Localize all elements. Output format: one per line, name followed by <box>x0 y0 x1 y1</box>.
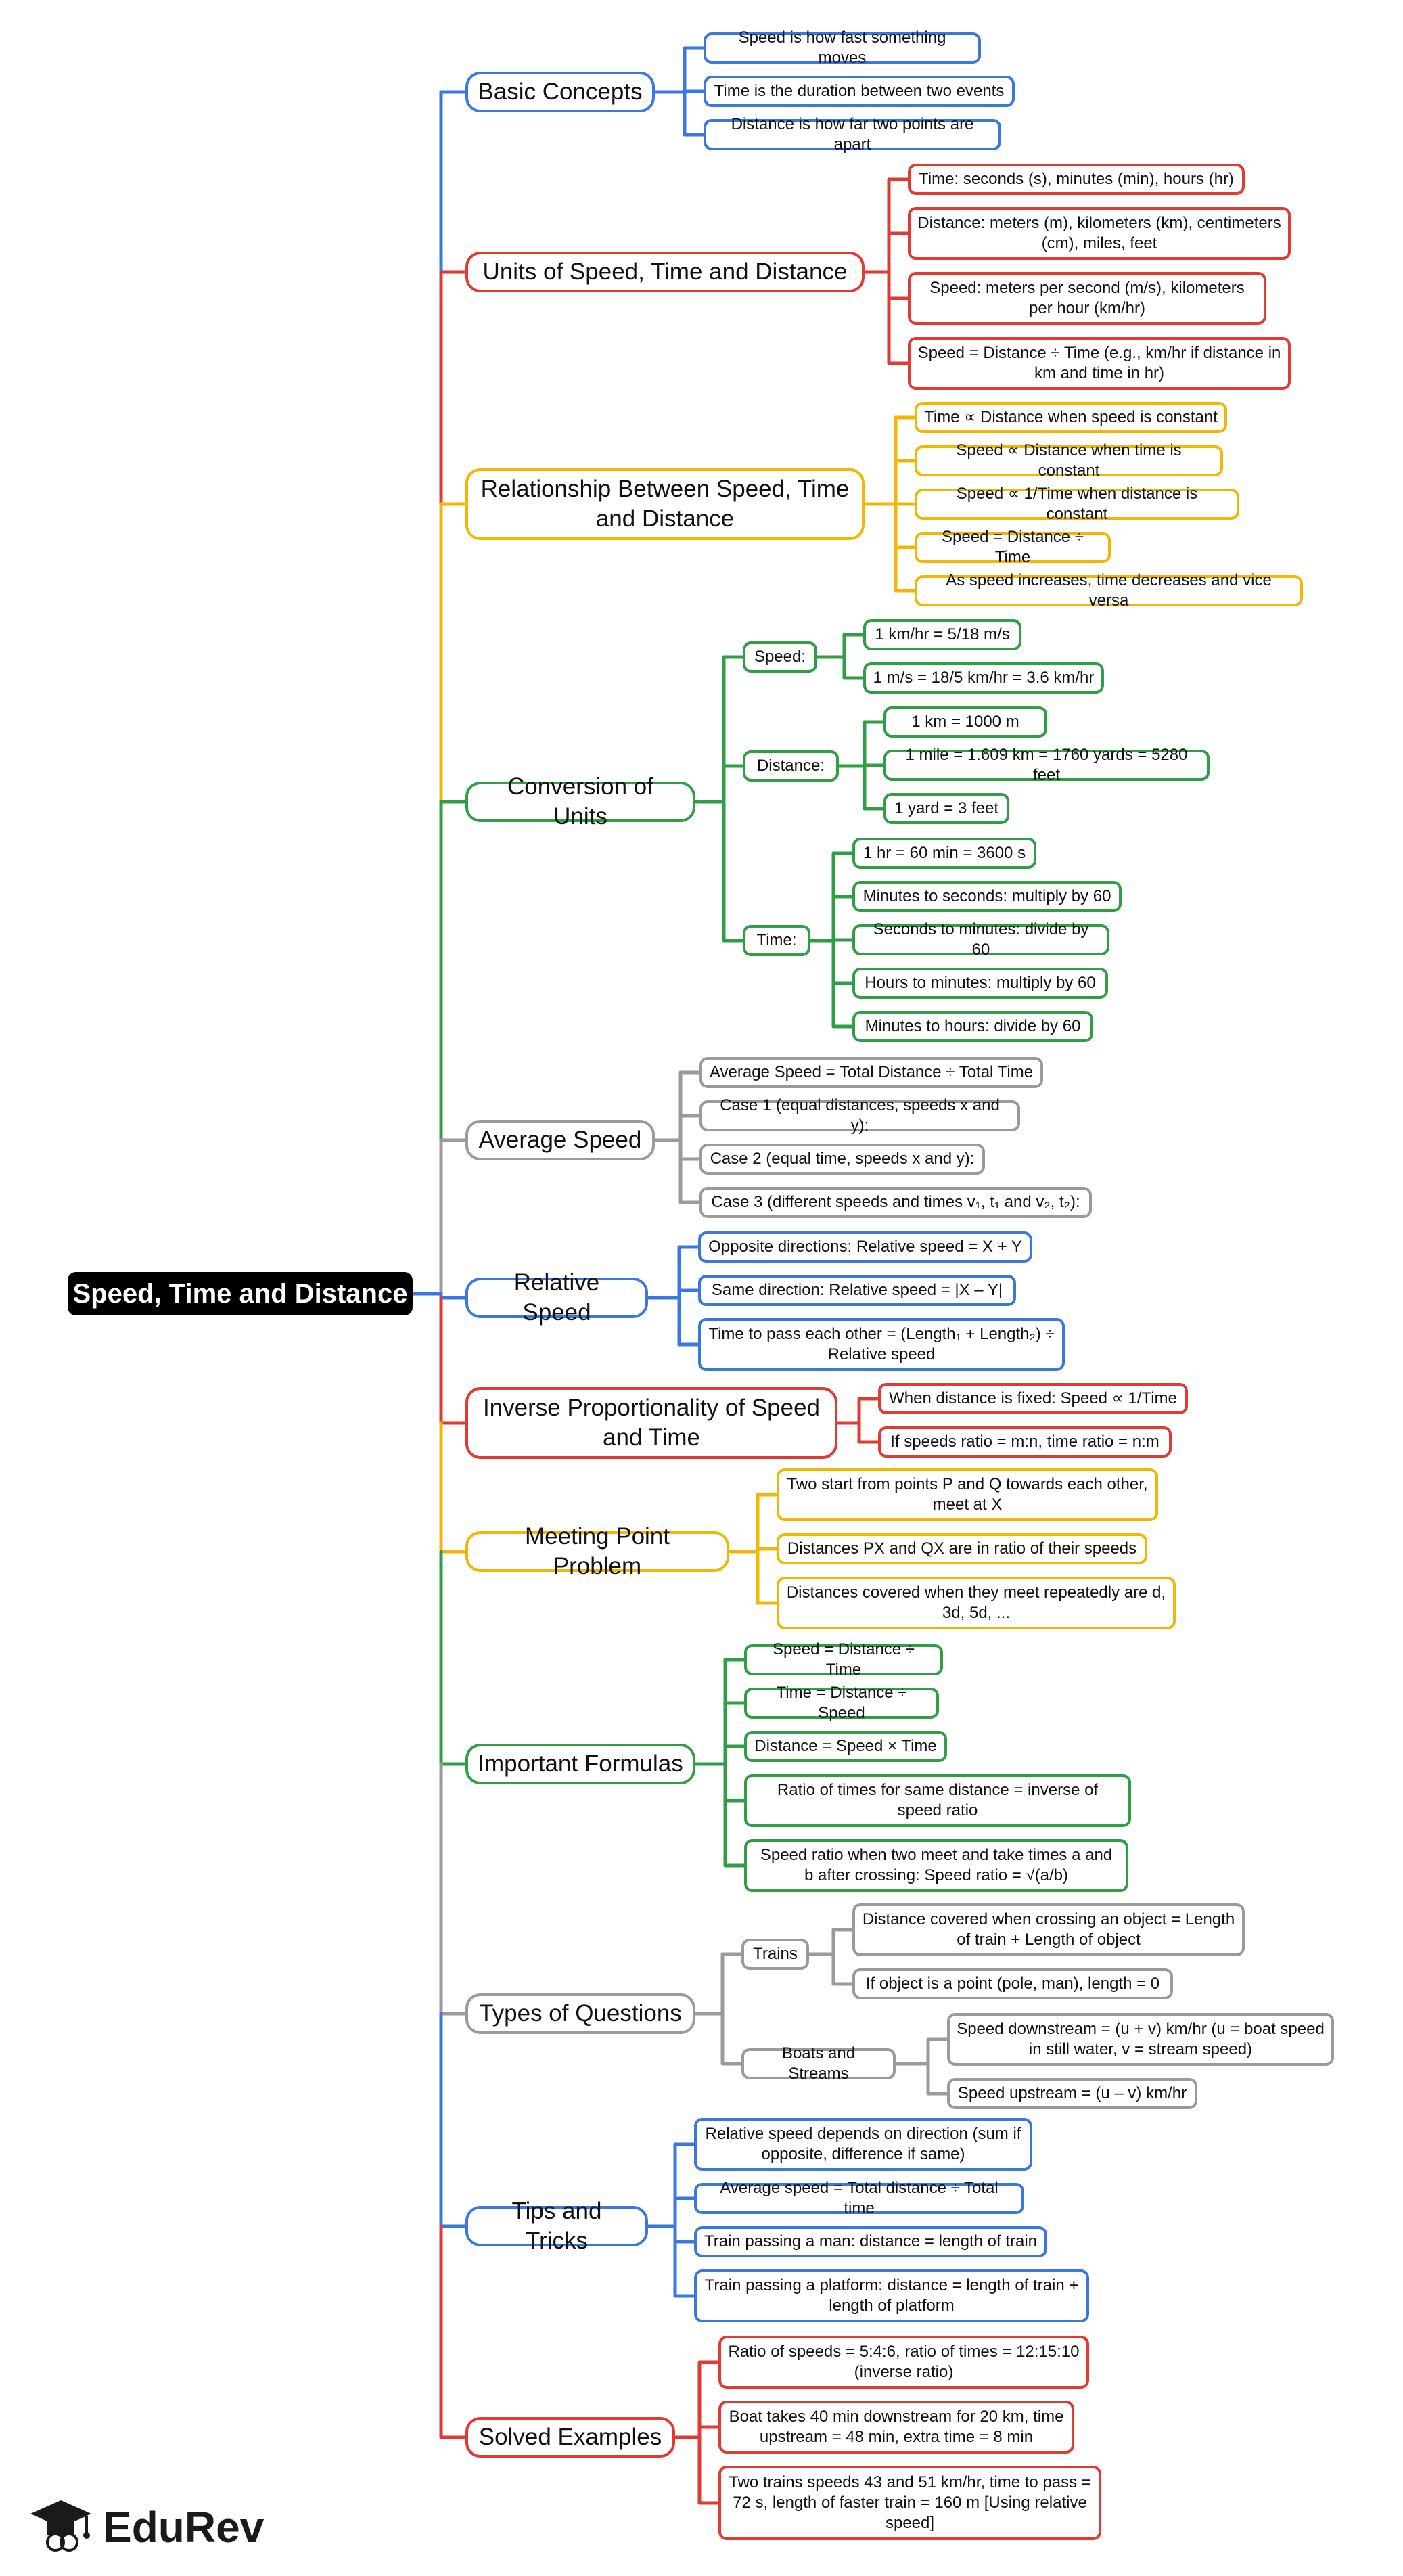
group-time: Time: <box>743 925 810 956</box>
branch-inverse-proportionality-of-speed-and-tim: Inverse Proportionality of Speed and Tim… <box>465 1387 837 1459</box>
logo-text: EduRev <box>103 2503 264 2552</box>
branch-solved-examples: Solved Examples <box>465 2417 675 2458</box>
leaf-speed-1-time-when-distance-is-constant: Speed ∝ 1/Time when distance is constant <box>915 484 1239 523</box>
leaf-speed-distance-when-time-is-constant: Speed ∝ Distance when time is constant <box>915 441 1223 480</box>
leaf-speed-distance-time: Speed = Distance ÷ Time <box>915 528 1111 566</box>
leaf-speed-ratio-when-two-meet-and-take-times: Speed ratio when two meet and take times… <box>744 1839 1128 1892</box>
leaf-train-passing-a-man-distance-length-of-t: Train passing a man: distance = length o… <box>694 2226 1047 2257</box>
branch-conversion-of-units: Conversion of Units <box>465 773 695 830</box>
leaf-case-3-different-speeds-and-times-v-t-an: Case 3 (different speeds and times v₁, t… <box>699 1187 1092 1218</box>
leaf-speed-downstream-u-v-km-hr-u-boat-speed-: Speed downstream = (u + v) km/hr (u = bo… <box>947 2013 1334 2066</box>
leaf-seconds-to-minutes-divide-by-60: Seconds to minutes: divide by 60 <box>852 920 1109 959</box>
leaf-distance-covered-when-crossing-an-object: Distance covered when crossing an object… <box>852 1903 1245 1956</box>
leaf-two-start-from-points-p-and-q-towards-ea: Two start from points P and Q towards ea… <box>777 1468 1158 1521</box>
branch-meeting-point-problem: Meeting Point Problem <box>465 1523 729 1579</box>
edurev-logo: EduRev <box>27 2490 271 2564</box>
leaf-1-m-s-18-5-km-hr-3-6-km-hr: 1 m/s = 18/5 km/hr = 3.6 km/hr <box>863 662 1104 694</box>
leaf-as-speed-increases-time-decreases-and-vi: As speed increases, time decreases and v… <box>915 571 1303 610</box>
leaf-speed-meters-per-second-m-s-kilometers-p: Speed: meters per second (m/s), kilomete… <box>908 272 1266 325</box>
leaf-hours-to-minutes-multiply-by-60: Hours to minutes: multiply by 60 <box>852 968 1108 999</box>
leaf-speed-upstream-u-v-km-hr: Speed upstream = (u – v) km/hr <box>947 2078 1197 2109</box>
leaf-distance-meters-m-kilometers-km-centimet: Distance: meters (m), kilometers (km), c… <box>908 207 1291 260</box>
branch-tips-and-tricks: Tips and Tricks <box>465 2198 648 2254</box>
root-node: Speed, Time and Distance <box>68 1272 413 1315</box>
leaf-distances-covered-when-they-meet-repeate: Distances covered when they meet repeate… <box>777 1577 1176 1629</box>
leaf-relative-speed-depends-on-direction-sum-: Relative speed depends on direction (sum… <box>694 2118 1032 2171</box>
leaf-speed-distance-time-e-g-km-hr-if-distanc: Speed = Distance ÷ Time (e.g., km/hr if … <box>908 337 1291 390</box>
leaf-if-speeds-ratio-m-n-time-ratio-n-m: If speeds ratio = m:n, time ratio = n:m <box>878 1426 1172 1458</box>
branch-important-formulas: Important Formulas <box>465 1744 695 1784</box>
branch-relationship-between-speed-time-and-dist: Relationship Between Speed, Time and Dis… <box>465 468 865 540</box>
leaf-time-seconds-s-minutes-min-hours-hr: Time: seconds (s), minutes (min), hours … <box>908 164 1245 195</box>
leaf-average-speed-total-distance-total-time: Average Speed = Total Distance ÷ Total T… <box>699 1057 1043 1088</box>
leaf-time-distance-when-speed-is-constant: Time ∝ Distance when speed is constant <box>915 402 1227 433</box>
group-speed: Speed: <box>743 641 817 673</box>
leaf-speed-distance-time: Speed = Distance ÷ Time <box>744 1640 943 1679</box>
group-trains: Trains <box>741 1939 809 1970</box>
leaf-1-yard-3-feet: 1 yard = 3 feet <box>883 793 1009 824</box>
leaf-time-to-pass-each-other-length-length-re: Time to pass each other = (Length₁ + Len… <box>698 1318 1065 1371</box>
leaf-1-hr-60-min-3600-s: 1 hr = 60 min = 3600 s <box>852 838 1036 869</box>
leaf-time-distance-speed: Time = Distance ÷ Speed <box>744 1684 939 1722</box>
branch-relative-speed: Relative Speed <box>465 1269 648 1326</box>
leaf-minutes-to-hours-divide-by-60: Minutes to hours: divide by 60 <box>852 1011 1093 1042</box>
leaf-speed-is-how-fast-something-moves: Speed is how fast something moves <box>704 28 981 67</box>
leaf-opposite-directions-relative-speed-x-y: Opposite directions: Relative speed = X … <box>698 1231 1032 1263</box>
leaf-1-km-1000-m: 1 km = 1000 m <box>883 706 1047 738</box>
leaf-two-trains-speeds-43-and-51-km-hr-time-t: Two trains speeds 43 and 51 km/hr, time … <box>718 2466 1101 2540</box>
leaf-if-object-is-a-point-pole-man-length-0: If object is a point (pole, man), length… <box>852 1968 1173 1999</box>
leaf-boat-takes-40-min-downstream-for-20-km-t: Boat takes 40 min downstream for 20 km, … <box>718 2401 1074 2454</box>
branch-types-of-questions: Types of Questions <box>465 1993 695 2034</box>
leaf-case-2-equal-time-speeds-x-and-y: Case 2 (equal time, speeds x and y): <box>699 1144 985 1175</box>
branch-basic-concepts: Basic Concepts <box>465 72 655 112</box>
leaf-distance-is-how-far-two-points-are-apart: Distance is how far two points are apart <box>704 115 1001 154</box>
leaf-time-is-the-duration-between-two-events: Time is the duration between two events <box>704 76 1015 107</box>
leaf-average-speed-total-distance-total-time: Average speed = Total distance ÷ Total t… <box>694 2179 1024 2217</box>
leaf-minutes-to-seconds-multiply-by-60: Minutes to seconds: multiply by 60 <box>852 881 1122 912</box>
leaf-ratio-of-speeds-5-4-6-ratio-of-times-12-: Ratio of speeds = 5:4:6, ratio of times … <box>718 2336 1089 2389</box>
leaf-train-passing-a-platform-distance-length: Train passing a platform: distance = len… <box>694 2269 1089 2322</box>
leaf-1-mile-1-609-km-1760-yards-5280-feet: 1 mile = 1.609 km = 1760 yards = 5280 fe… <box>883 746 1210 784</box>
branch-units-of-speed-time-and-distance: Units of Speed, Time and Distance <box>465 252 865 292</box>
leaf-distance-speed-time: Distance = Speed × Time <box>744 1731 947 1762</box>
leaf-same-direction-relative-speed-x-y: Same direction: Relative speed = |X – Y| <box>698 1275 1016 1306</box>
leaf-distances-px-and-qx-are-in-ratio-of-thei: Distances PX and QX are in ratio of thei… <box>777 1533 1147 1564</box>
leaf-ratio-of-times-for-same-distance-inverse: Ratio of times for same distance = inver… <box>744 1774 1131 1827</box>
graduation-cap-icon <box>30 2500 91 2552</box>
branch-average-speed: Average Speed <box>465 1120 655 1160</box>
leaf-1-km-hr-5-18-m-s: 1 km/hr = 5/18 m/s <box>863 619 1021 650</box>
leaf-when-distance-is-fixed-speed-1-time: When distance is fixed: Speed ∝ 1/Time <box>878 1383 1188 1414</box>
group-distance: Distance: <box>743 750 839 782</box>
leaf-case-1-equal-distances-speeds-x-and-y: Case 1 (equal distances, speeds x and y)… <box>699 1096 1020 1135</box>
group-boats-and-streams: Boats and Streams <box>741 2044 896 2083</box>
